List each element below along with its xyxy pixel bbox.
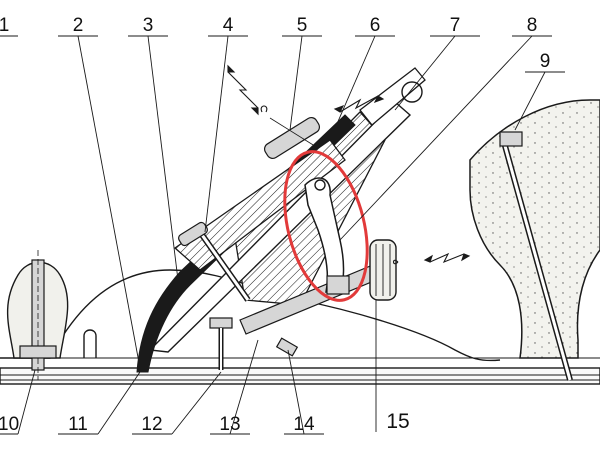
- rear-tote: [469, 99, 600, 381]
- label-12: 12: [141, 414, 162, 435]
- adjuster-knob-top: [263, 116, 321, 160]
- label-10: 10: [0, 414, 19, 435]
- label-1: 1: [0, 15, 9, 36]
- label-5: 5: [297, 15, 308, 36]
- mouth-screw-12: [209, 317, 233, 370]
- highlight-circle: [283, 150, 369, 302]
- label-11: 11: [68, 414, 88, 435]
- label-3: 3: [143, 15, 154, 36]
- front-post: [83, 329, 97, 358]
- leader-lines-bottom: [0, 300, 377, 435]
- blade-assembly: [136, 67, 426, 373]
- label-6: 6: [370, 15, 381, 36]
- label-2: 2: [73, 15, 84, 36]
- label-15: 15: [386, 410, 409, 433]
- label-4: 4: [223, 15, 234, 36]
- front-knob: [6, 250, 69, 380]
- label-8: 8: [527, 15, 538, 36]
- leader-lines: [0, 35, 565, 369]
- motion-arrows: [227, 64, 471, 265]
- blade-clamp-screw: [178, 221, 251, 302]
- label-14: 14: [293, 414, 315, 435]
- mouth-screw-14: [275, 337, 299, 357]
- frog-lever: [304, 177, 350, 295]
- plane-sole: [0, 367, 600, 385]
- label-13: 13: [219, 414, 240, 435]
- label-7: 7: [450, 15, 461, 36]
- label-9: 9: [540, 51, 551, 72]
